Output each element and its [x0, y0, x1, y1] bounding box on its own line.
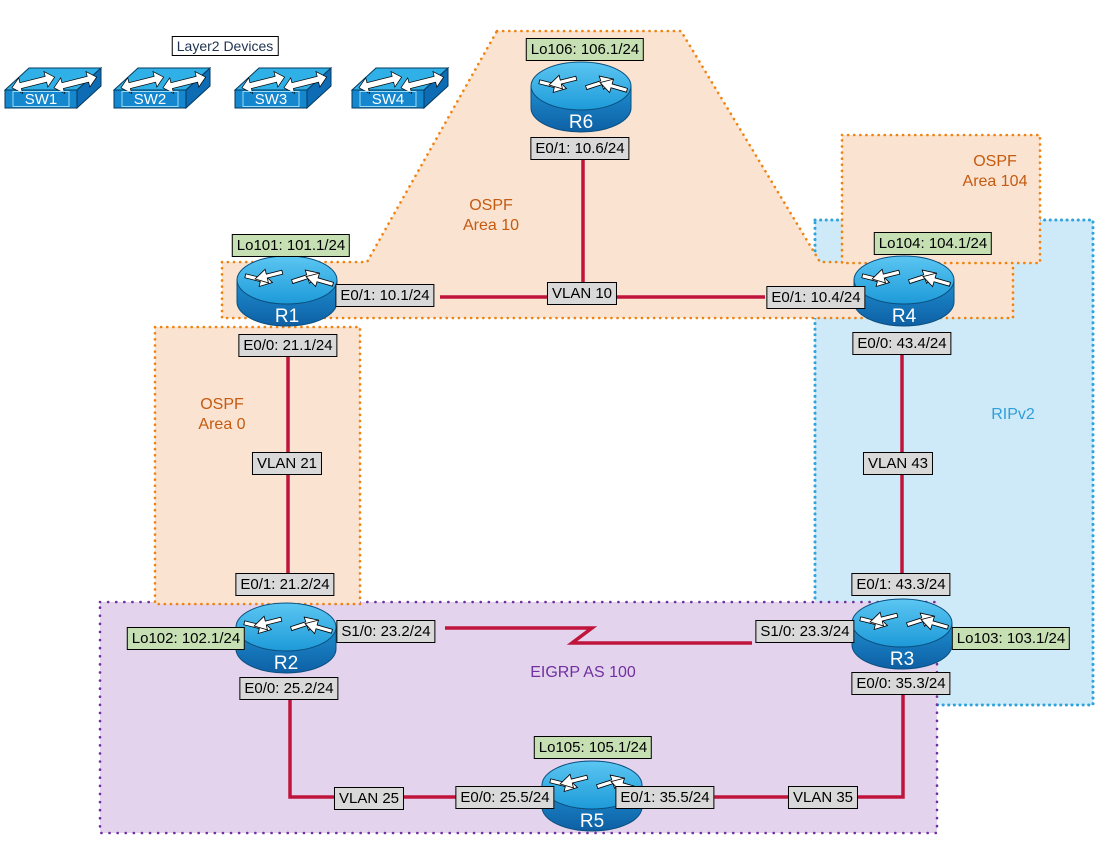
label-r4-loopback: Lo104: 104.1/24 [873, 232, 993, 255]
link-r2-vlan25-r5 [288, 695, 530, 799]
label-vlan43: VLAN 43 [862, 452, 934, 475]
label-r5-e00: E0/0: 25.5/24 [455, 786, 555, 809]
router-r4: R4 [852, 254, 956, 327]
label-r2-e01: E0/1: 21.2/24 [235, 573, 335, 596]
ospf-area10-line2: Area 10 [462, 217, 520, 234]
label-r4-e01: E0/1: 10.4/24 [766, 286, 866, 309]
ospf-area104-text: OSPF Area 104 [963, 152, 1028, 192]
router-r6-label: R6 [569, 112, 593, 133]
layer2-devices-legend: Layer2 Devices [171, 36, 279, 56]
label-r3-loopback: Lo103: 103.1/24 [951, 627, 1071, 650]
switch-sw1-label: SW1 [25, 91, 58, 108]
ospf-area104-line2: Area 104 [962, 173, 1028, 190]
label-r1-loopback: Lo101: 101.1/24 [231, 234, 351, 257]
label-r3-e00: E0/0: 35.3/24 [851, 672, 951, 695]
label-r3-e01: E0/1: 43.3/24 [851, 573, 951, 596]
router-r6: R6 [529, 60, 633, 133]
ripv2-text: RIPv2 [991, 406, 1035, 423]
switch-sw4-label: SW4 [372, 91, 405, 108]
router-r4-label: R4 [892, 306, 917, 327]
link-r5-vlan35-r3 [700, 693, 905, 799]
label-r6-e01: E0/1: 10.6/24 [530, 137, 630, 160]
label-vlan35: VLAN 35 [787, 786, 859, 809]
eigrp-text: EIGRP AS 100 [530, 664, 636, 681]
switch-sw4: SW4 [350, 60, 450, 118]
ospf-area10-text: OSPF Area 10 [463, 196, 519, 236]
router-r2-label: R2 [274, 653, 298, 674]
switch-sw3: SW3 [233, 60, 333, 118]
label-r1-e00: E0/0: 21.1/24 [238, 334, 338, 357]
switch-sw3-label: SW3 [255, 91, 288, 108]
switch-sw2-label: SW2 [134, 91, 167, 108]
router-r1-label: R1 [275, 306, 299, 327]
ospf-area104-line1: OSPF [973, 153, 1017, 170]
label-r4-e00: E0/0: 43.4/24 [852, 332, 952, 355]
ospf-area0-text: OSPF Area 0 [198, 395, 245, 435]
router-r5: R5 [540, 759, 644, 832]
label-r2-loopback: Lo102: 102.1/24 [126, 627, 246, 650]
ospf-area10-line1: OSPF [469, 197, 513, 214]
label-r5-e01: E0/1: 35.5/24 [615, 786, 715, 809]
router-r5-label: R5 [580, 811, 604, 832]
label-r5-loopback: Lo105: 105.1/24 [533, 736, 653, 759]
label-r2-s10: S1/0: 23.2/24 [336, 620, 436, 643]
switch-sw2: SW2 [112, 60, 212, 118]
router-r2: R2 [234, 601, 338, 674]
label-r6-loopback: Lo106: 106.1/24 [525, 38, 645, 61]
router-r3-label: R3 [890, 649, 914, 670]
link-serial-r2-r3 [445, 626, 752, 645]
label-r1-e01: E0/1: 10.1/24 [335, 284, 435, 307]
ospf-area0-line2: Area 0 [198, 416, 246, 433]
router-r3: R3 [850, 597, 954, 670]
label-r2-e00: E0/0: 25.2/24 [239, 677, 339, 700]
switch-sw1: SW1 [3, 60, 103, 118]
links [286, 160, 905, 799]
label-vlan25: VLAN 25 [333, 787, 405, 810]
label-vlan10: VLAN 10 [546, 282, 618, 305]
router-r1: R1 [235, 254, 339, 327]
label-vlan21: VLAN 21 [251, 452, 323, 475]
label-r3-s10: S1/0: 23.3/24 [755, 620, 855, 643]
ospf-area0-line1: OSPF [200, 396, 244, 413]
